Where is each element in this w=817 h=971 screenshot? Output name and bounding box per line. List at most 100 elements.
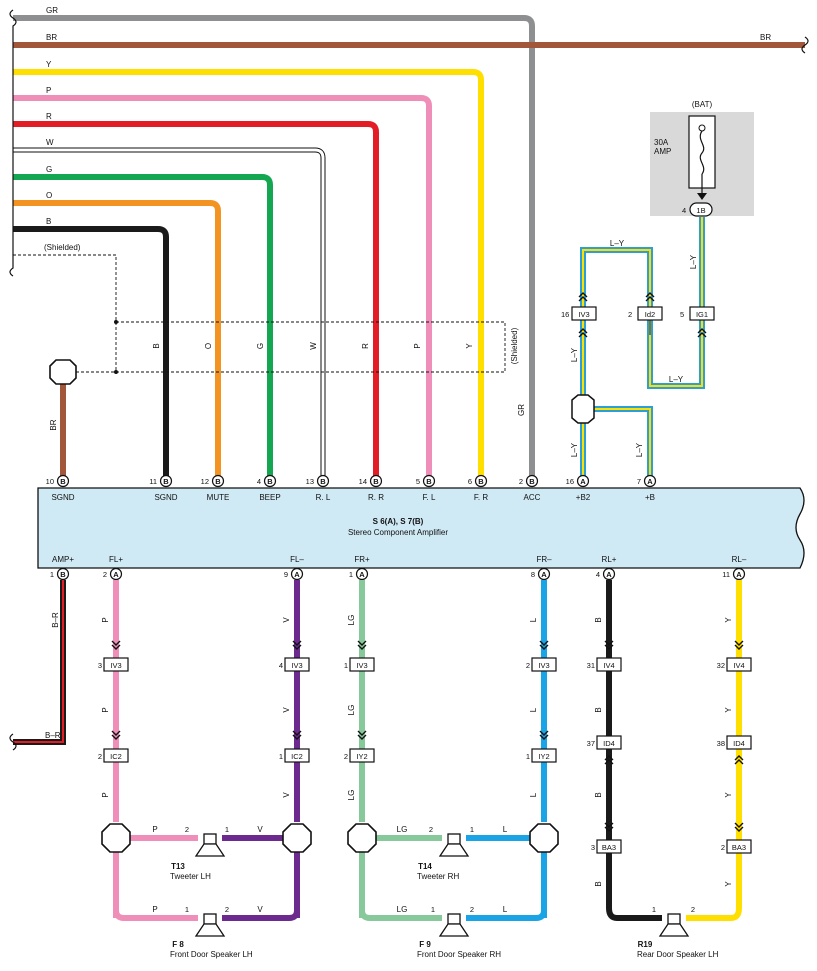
- pin-connector-label: A: [606, 570, 612, 579]
- pin-connector-icon: [602, 567, 616, 581]
- power-wire-label-right: L–Y: [689, 254, 698, 269]
- wire-label: V: [282, 707, 291, 713]
- pin-name: FR–: [536, 555, 552, 564]
- pin-connector-label: B: [163, 477, 169, 486]
- pin-connector-icon: [159, 474, 173, 488]
- pin-number: 4: [596, 570, 600, 579]
- pin-connector-label: B: [215, 477, 221, 486]
- speaker-pin: 2: [691, 905, 695, 914]
- wire-label: B: [594, 617, 603, 622]
- connector-box: [349, 748, 375, 763]
- connector-pin: 32: [717, 661, 725, 670]
- speaker-wire-label: P: [152, 825, 157, 834]
- wire-label: Y: [724, 617, 733, 623]
- pin-number: 16: [566, 477, 574, 486]
- speaker-id: R19: [638, 940, 653, 949]
- wire-L: [466, 909, 547, 921]
- connector-pin: 2: [98, 752, 102, 761]
- power-wiring: [580, 217, 705, 477]
- wire-label: P: [101, 617, 110, 622]
- speaker-id: F 9: [419, 940, 431, 949]
- connector-box: [596, 735, 622, 750]
- connector-name: IC2: [110, 752, 122, 761]
- pin-connector-label: B: [60, 477, 66, 486]
- pin-number: 2: [103, 570, 107, 579]
- splice-icon: [101, 823, 131, 853]
- power-conn-pin: 5: [680, 310, 684, 319]
- speaker-wire-label: V: [257, 825, 263, 834]
- speaker-icon: [195, 913, 225, 937]
- pin-number: 12: [201, 477, 209, 486]
- connector-name: BA3: [732, 843, 746, 852]
- wire-B: [606, 907, 662, 921]
- pin-number: 13: [306, 477, 314, 486]
- pin-connector-label: B: [267, 477, 273, 486]
- wire-G: [13, 174, 273, 477]
- fuse-arrow-icon: [697, 193, 707, 200]
- harness-break-icon: [801, 36, 809, 54]
- power-splice-icon: [571, 394, 595, 424]
- pin-name: R. R: [368, 493, 384, 502]
- splice-icon: [347, 823, 377, 853]
- connector-pin: 1: [344, 661, 348, 670]
- pin-number: 14: [359, 477, 367, 486]
- wire-GR: [13, 15, 535, 477]
- wire-label: R: [46, 112, 52, 121]
- pin-number: 11: [722, 570, 730, 579]
- pin-connector-icon: [525, 474, 539, 488]
- connector-pin: 31: [587, 661, 595, 670]
- speaker-pin: 1: [470, 825, 474, 834]
- wire-label: W: [46, 138, 54, 147]
- speaker-pin: 2: [225, 905, 229, 914]
- amp-plus-wire-label: B–R: [45, 731, 61, 740]
- power-conn-name: IG1: [696, 310, 708, 319]
- speaker-name: Front Door Speaker LH: [170, 950, 253, 959]
- pin-number: 9: [284, 570, 288, 579]
- fuse-box: (BAT) 30A AMP 4 1B: [650, 100, 754, 217]
- speaker-icon: [439, 833, 469, 857]
- shielded-label: (Shielded): [44, 243, 81, 252]
- connector-name: BA3: [602, 843, 616, 852]
- wire-label: BR: [46, 33, 57, 42]
- fuse-conn-label: 1B: [696, 206, 705, 215]
- vertical-wire-label: GR: [517, 404, 526, 416]
- power-wire-label-top: L–Y: [610, 239, 625, 248]
- speaker-id: T13: [171, 862, 185, 871]
- connector-box: [726, 657, 752, 672]
- pin-name: R. L: [316, 493, 331, 502]
- wire-label: L: [529, 617, 538, 622]
- pin-number: 7: [637, 477, 641, 486]
- amplifier-body: [37, 487, 805, 569]
- connector-box: [531, 657, 557, 672]
- pin-connector-label: A: [294, 570, 300, 579]
- vertical-wire-label: BR: [49, 419, 58, 430]
- speaker-name: Tweeter RH: [417, 872, 459, 881]
- wire-R: [13, 121, 379, 477]
- speaker-name: Rear Door Speaker LH: [637, 950, 719, 959]
- pin-number: 8: [531, 570, 535, 579]
- speaker-wire-label: L: [503, 825, 508, 834]
- amp-plus-wire-label-vertical: B–R: [51, 612, 60, 628]
- wire-label: Y: [724, 707, 733, 713]
- ground-splice-icon: [49, 359, 77, 385]
- connector-name: IV4: [603, 661, 614, 670]
- connector-box: [596, 657, 622, 672]
- amp-plus-wire: [13, 580, 66, 745]
- pin-connector-icon: [537, 567, 551, 581]
- pin-connector-label: B: [529, 477, 535, 486]
- connector-box: [531, 748, 557, 763]
- pin-connector-icon: [316, 474, 330, 488]
- wire-label: L: [529, 707, 538, 712]
- speaker-name: Tweeter LH: [170, 872, 211, 881]
- pin-name: ACC: [524, 493, 541, 502]
- shield: [13, 254, 506, 373]
- connector-box: [349, 657, 375, 672]
- speaker-icon: [659, 913, 689, 937]
- wire-label: L: [529, 792, 538, 797]
- fuse-unit-label: AMP: [654, 147, 671, 156]
